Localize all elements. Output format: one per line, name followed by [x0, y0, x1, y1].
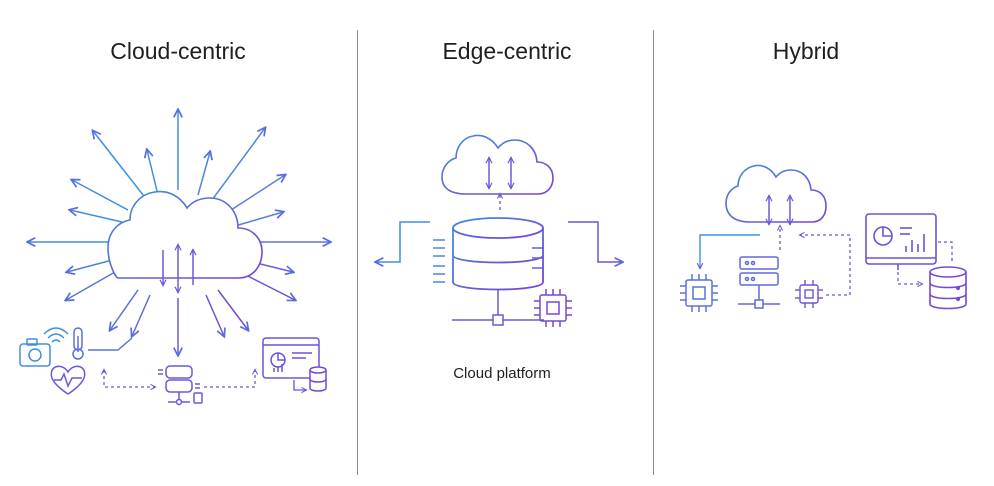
dashboard-link-line	[293, 380, 306, 390]
panel-divider-right	[653, 30, 654, 475]
panel-title-edge-centric: Edge-centric	[442, 38, 572, 64]
chip-icon	[534, 289, 572, 327]
edge-flow-arrows	[376, 221, 622, 262]
monitor-dotted-link	[938, 241, 953, 262]
edge-rack-lines	[433, 239, 544, 283]
device-link-line	[88, 337, 133, 351]
panel-title-hybrid: Hybrid	[772, 38, 840, 64]
cloud-icon	[441, 134, 554, 195]
cloud-icon	[107, 190, 263, 279]
hybrid-cloud-to-chip-line	[700, 234, 760, 268]
rack-server-icon	[738, 256, 780, 309]
chip-icon	[680, 274, 718, 312]
camera-icon	[19, 338, 51, 367]
heart-rate-icon	[50, 365, 86, 395]
edge-database-icon	[452, 217, 544, 291]
server-icon	[158, 365, 203, 406]
bidirectional-arrows-icon	[489, 158, 511, 188]
cloud-icon	[725, 164, 827, 223]
hybrid-panel	[680, 164, 967, 312]
thermometer-icon	[72, 327, 84, 360]
small-chip-icon	[795, 280, 823, 308]
database-icon	[309, 366, 327, 392]
bidirectional-arrows-icon	[769, 196, 790, 224]
bidirectional-arrows-icon	[163, 245, 193, 292]
edge-network-base	[452, 290, 544, 326]
dotted-links	[104, 370, 255, 387]
cloud-centric-panel	[19, 110, 330, 406]
edge-caption: Cloud platform	[453, 365, 551, 382]
monitor-to-database-link	[897, 272, 922, 284]
edge-centric-panel	[376, 134, 622, 327]
dashboard-icon	[262, 337, 320, 379]
wifi-icon	[43, 327, 69, 343]
panel-divider-left	[357, 30, 358, 475]
database-icon	[929, 266, 967, 310]
hybrid-dotted-return	[800, 235, 851, 295]
panel-title-cloud-centric: Cloud-centric	[110, 38, 246, 64]
analytics-monitor-icon	[865, 213, 937, 270]
